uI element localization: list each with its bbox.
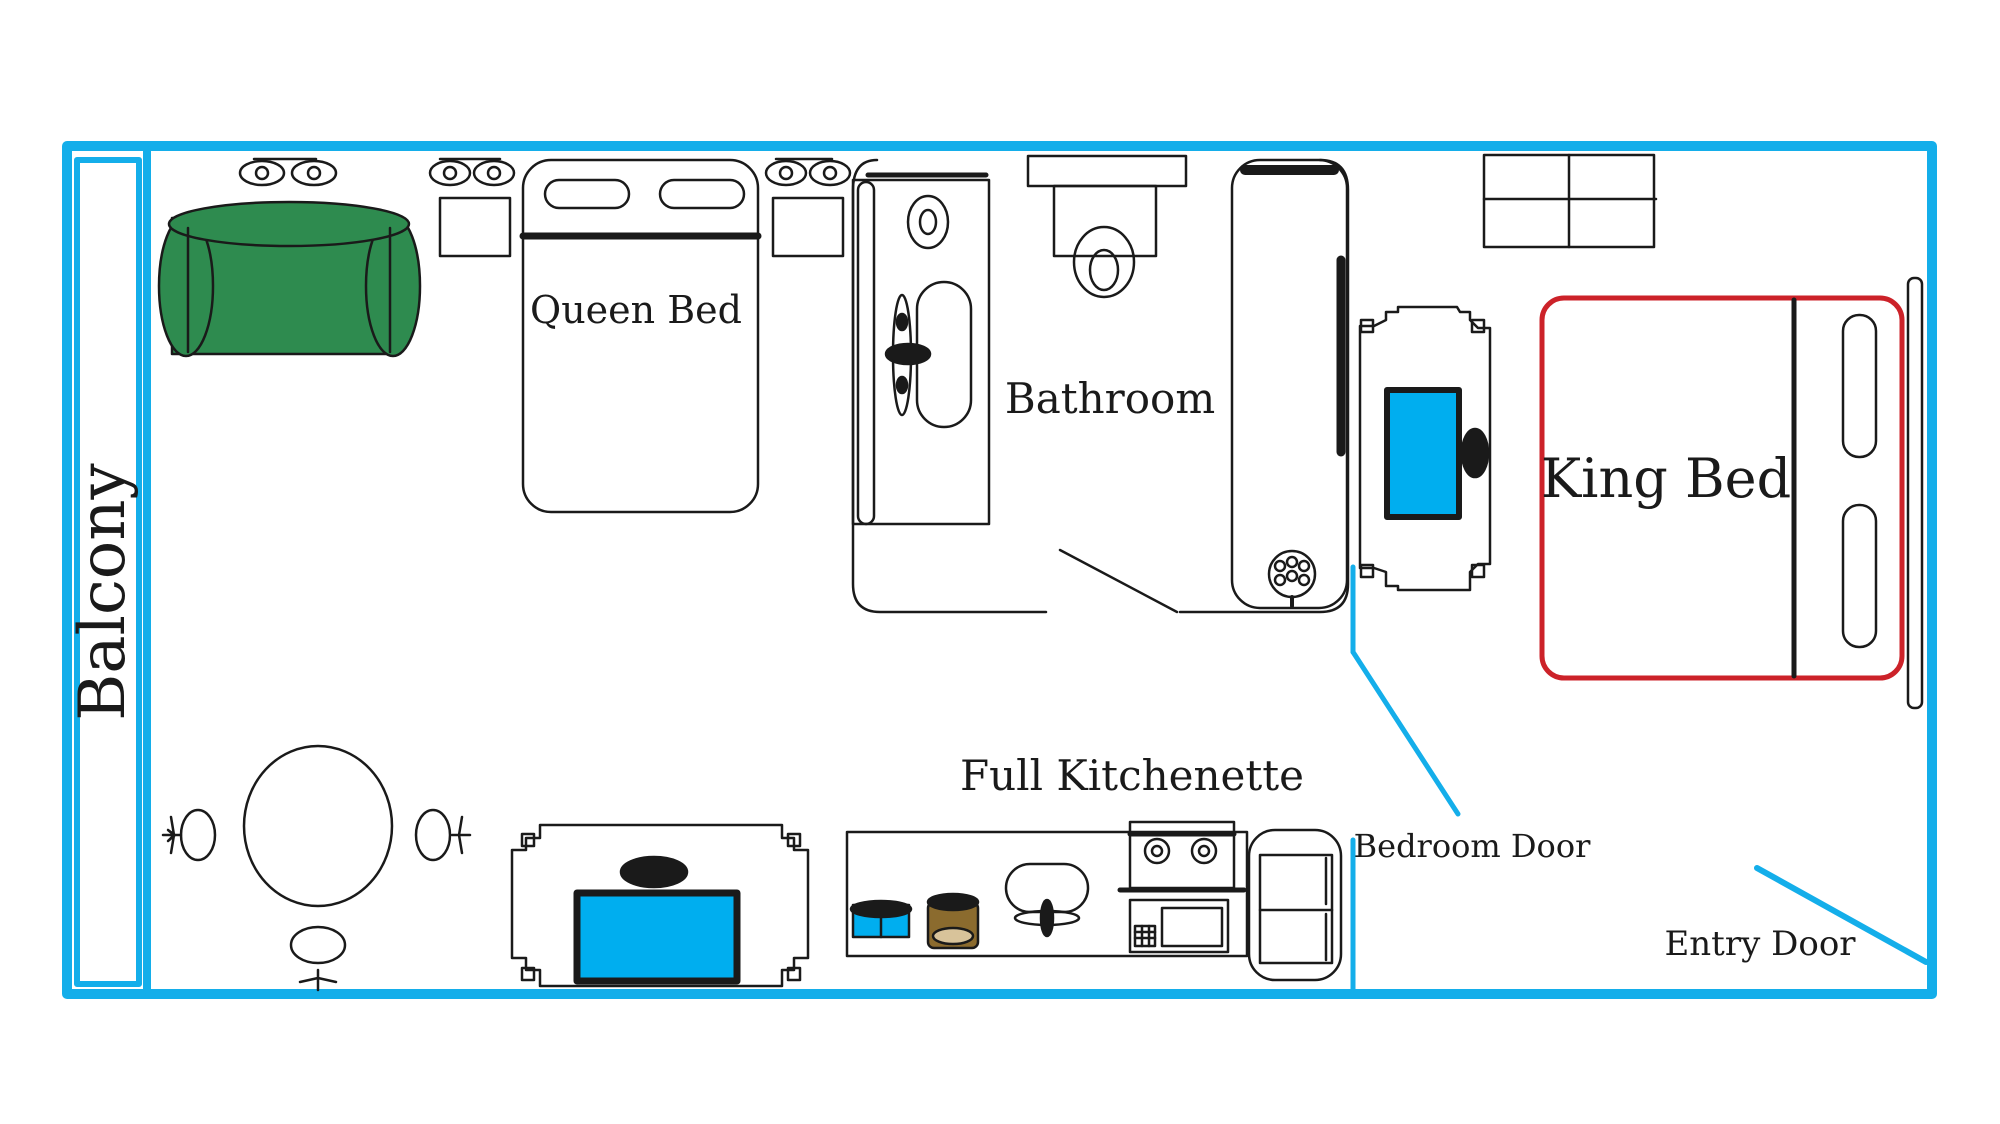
dining-set (161, 744, 472, 992)
kitchenette-label: Full Kitchenette (960, 751, 1304, 800)
queen-bed (519, 158, 762, 514)
dresser (1482, 153, 1658, 249)
sofa (157, 200, 422, 358)
kitchenette (845, 820, 1343, 982)
king-bed-label: King Bed (1541, 447, 1791, 510)
bathroom-label: Bathroom (1005, 374, 1215, 423)
sofa-lamps (238, 157, 338, 187)
bedroom-tv-console (1358, 305, 1492, 592)
entry-door-label: Entry Door (1664, 924, 1856, 964)
bathtub (1230, 158, 1349, 610)
entry-door-leaf (1754, 865, 1929, 965)
living-tv-console (510, 823, 810, 988)
balcony-label: Balcony (66, 463, 140, 720)
vanity (851, 172, 991, 526)
king-bed (1539, 276, 1924, 710)
toilet (1026, 154, 1188, 299)
bedroom-door-label: Bedroom Door (1354, 827, 1591, 865)
bedroom-door-leaf (1350, 649, 1461, 817)
balcony-rail (74, 157, 142, 987)
queen-bed-label: Queen Bed (530, 288, 742, 332)
nightstand-right (764, 157, 852, 258)
outer-wall (62, 141, 1937, 999)
nightstand-left (428, 157, 516, 258)
